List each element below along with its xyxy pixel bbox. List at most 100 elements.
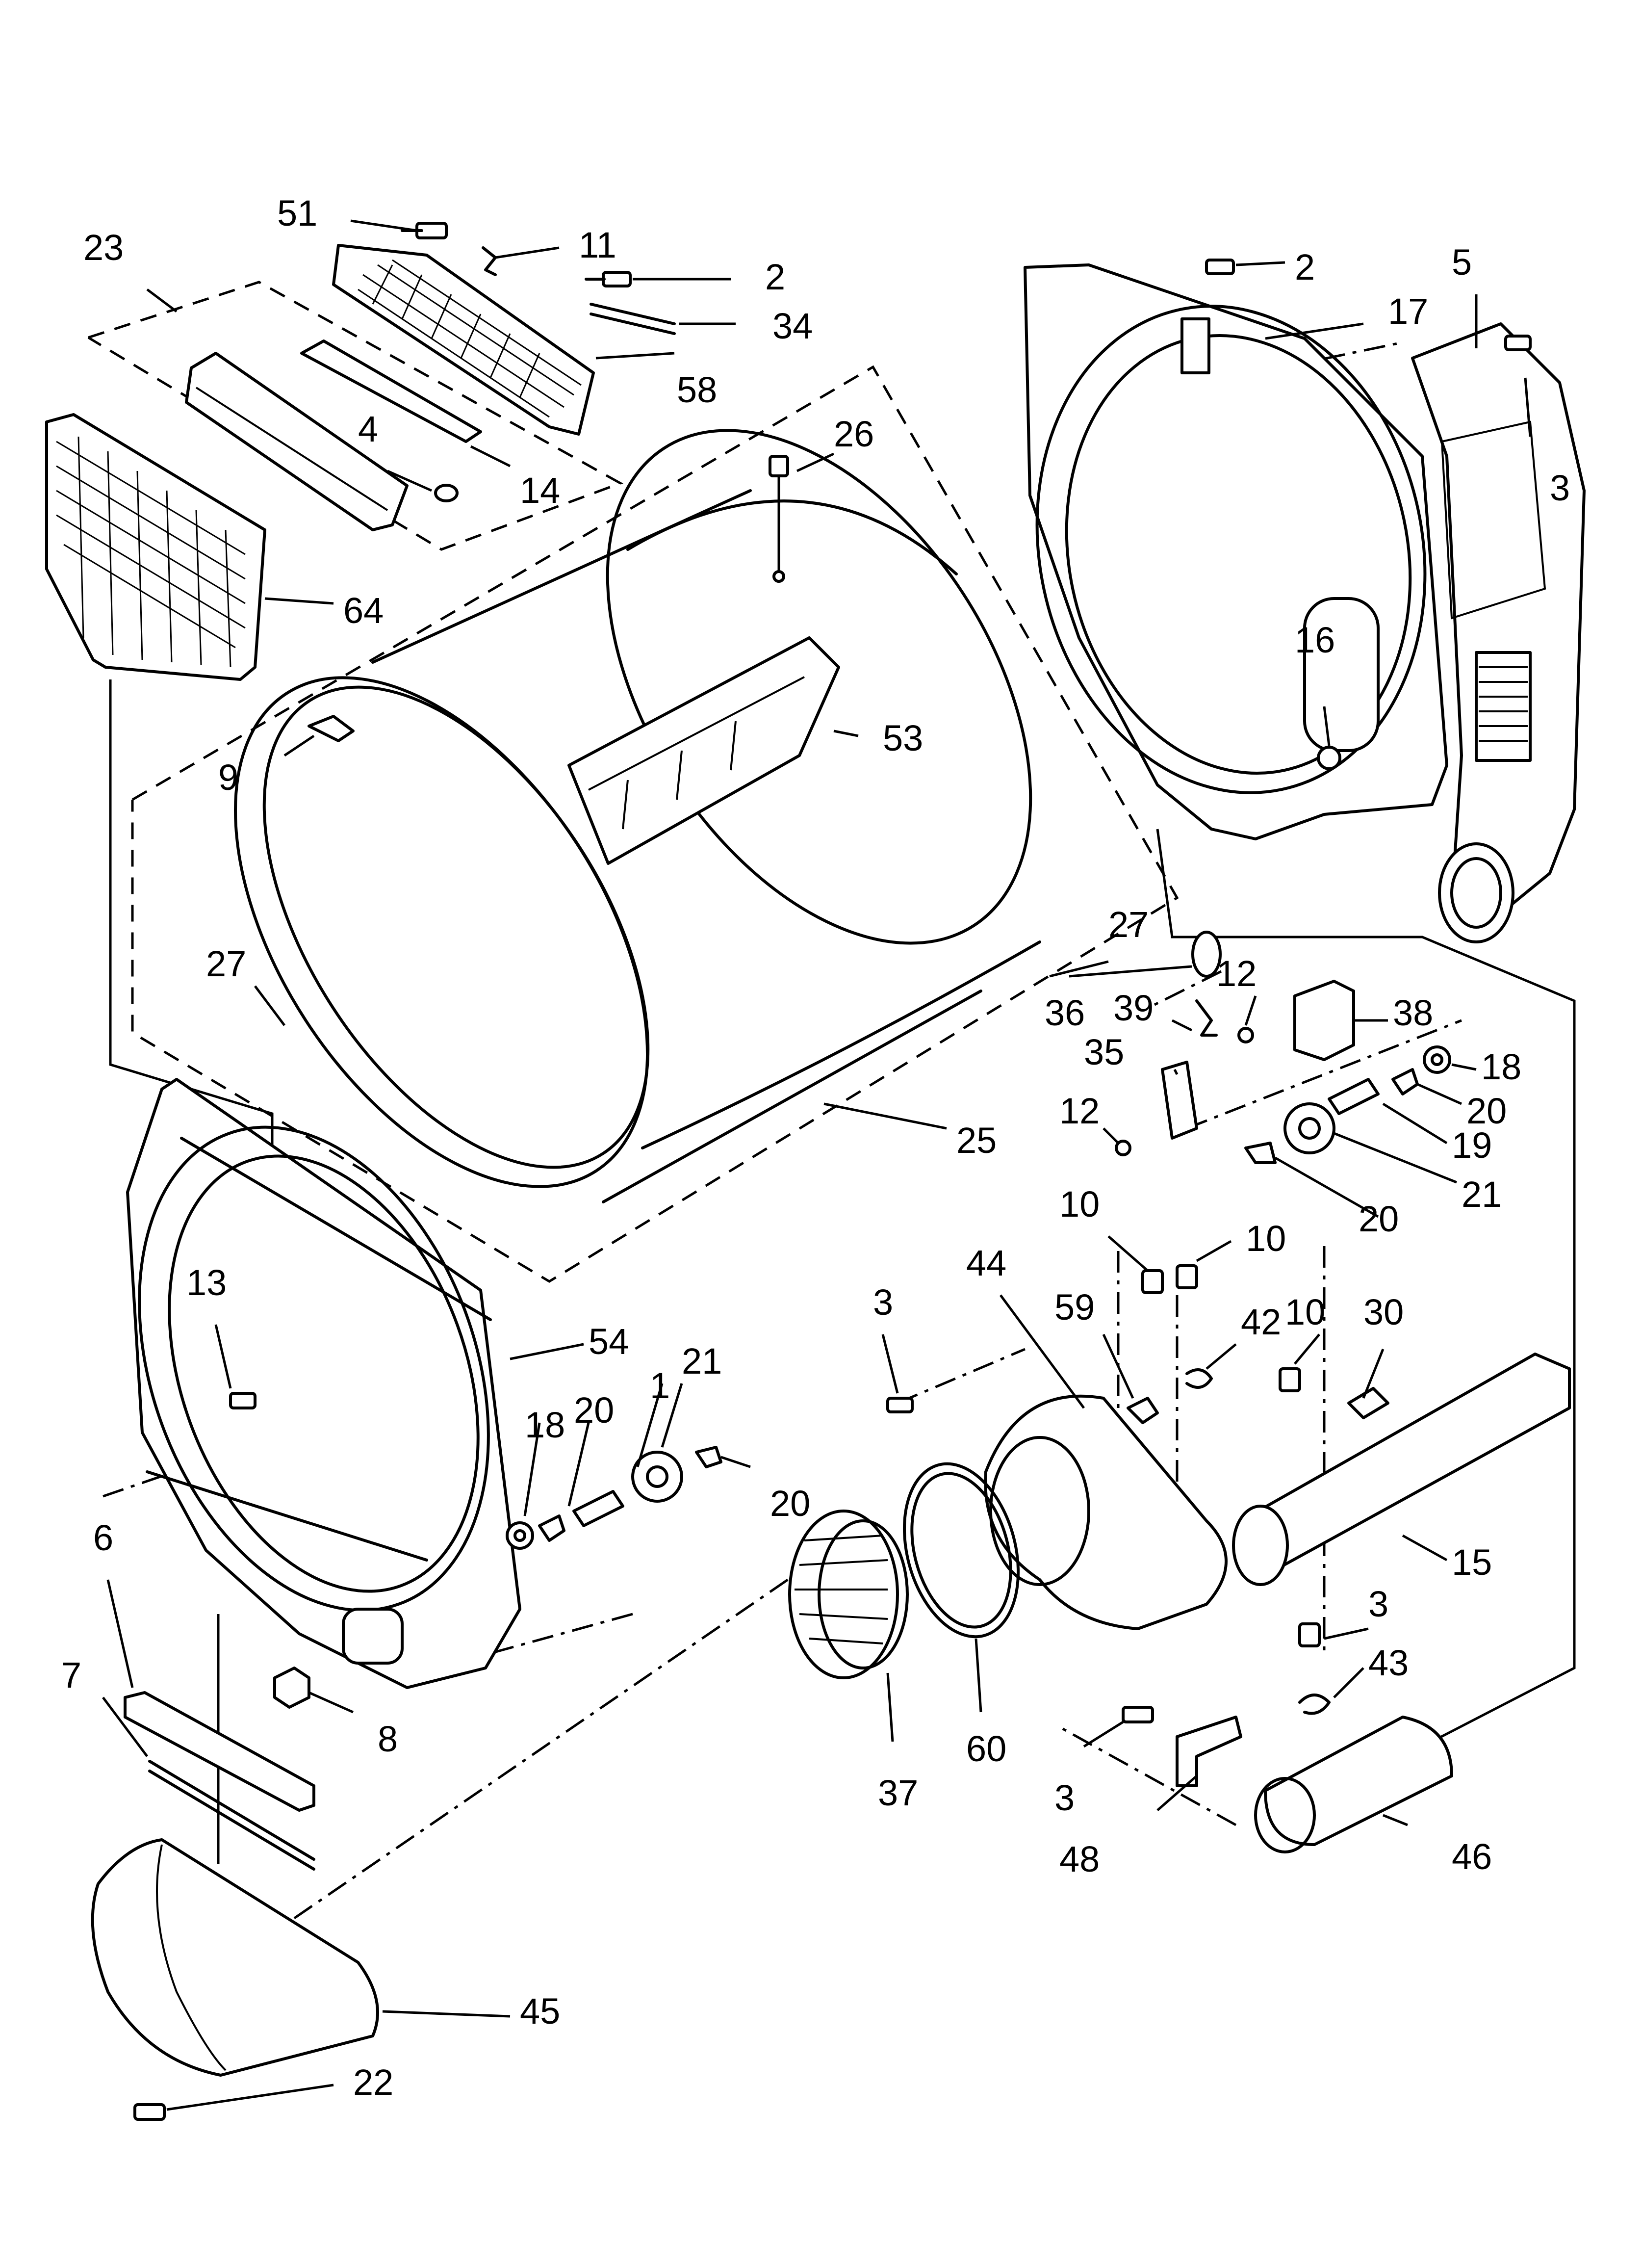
callout-10-right: 10 bbox=[1246, 1218, 1286, 1259]
lint-housing-bar bbox=[185, 352, 409, 531]
nut-8 bbox=[273, 1667, 310, 1709]
callout-42: 42 bbox=[1241, 1302, 1281, 1342]
leader-lines bbox=[102, 219, 1532, 2111]
clip-11 bbox=[482, 246, 497, 276]
strip-6 bbox=[124, 1691, 315, 1812]
callout-30: 30 bbox=[1363, 1292, 1404, 1332]
callout-19: 19 bbox=[1452, 1125, 1492, 1166]
callout-59: 59 bbox=[1054, 1287, 1095, 1328]
callout-21-right: 21 bbox=[1462, 1174, 1502, 1215]
callout-14: 14 bbox=[520, 470, 560, 511]
callout-36: 36 bbox=[1045, 992, 1085, 1033]
callout-35: 35 bbox=[1084, 1032, 1124, 1072]
callout-1: 1 bbox=[650, 1365, 670, 1406]
shaft-19 bbox=[1328, 1078, 1380, 1115]
callout-38: 38 bbox=[1393, 992, 1433, 1033]
shaft-1 bbox=[572, 1490, 624, 1527]
clip-20-left-b bbox=[695, 1446, 722, 1468]
callout-20-left-upper: 20 bbox=[574, 1390, 614, 1431]
drum-assembly-boundary bbox=[131, 365, 1179, 1283]
callout-3-blower: 3 bbox=[873, 1282, 893, 1323]
callout-51: 51 bbox=[277, 193, 317, 234]
callout-3-heater: 3 bbox=[1550, 468, 1570, 508]
callout-39: 39 bbox=[1113, 988, 1154, 1028]
callout-27-left: 27 bbox=[206, 943, 246, 984]
motor-46 bbox=[1254, 1716, 1453, 1853]
screw-26 bbox=[769, 455, 789, 583]
bracket-38 bbox=[1293, 980, 1355, 1061]
lint-screen-64 bbox=[45, 413, 266, 681]
callout-54: 54 bbox=[589, 1321, 629, 1362]
lint-grille-58 bbox=[332, 244, 595, 436]
front-bulkhead-54 bbox=[126, 1078, 521, 1689]
heater-housing-5 bbox=[1411, 322, 1586, 943]
roller-21-left bbox=[631, 1451, 683, 1503]
callout-2-rear: 2 bbox=[1295, 247, 1315, 287]
callout-37: 37 bbox=[878, 1773, 918, 1813]
callout-6: 6 bbox=[93, 1517, 113, 1558]
align-line-10 bbox=[490, 1613, 633, 1655]
screw-3-heater bbox=[1504, 335, 1532, 351]
rear-bulkhead-boundary bbox=[1156, 829, 1576, 1748]
callout-23: 23 bbox=[83, 227, 124, 268]
callout-64: 64 bbox=[343, 590, 384, 631]
bracket-48 bbox=[1176, 1716, 1242, 1787]
screw-3-bracket bbox=[1298, 1622, 1321, 1647]
switch-35 bbox=[1161, 1061, 1198, 1140]
screw-22 bbox=[133, 2103, 166, 2121]
toe-panel-45 bbox=[91, 1838, 379, 2077]
clip-20-left-a bbox=[538, 1514, 565, 1542]
washer-18-left bbox=[506, 1521, 534, 1550]
callout-3-bracket: 3 bbox=[1368, 1584, 1388, 1624]
callout-21-left: 21 bbox=[682, 1341, 722, 1382]
washer-18-right bbox=[1423, 1045, 1451, 1074]
callout-20-right-lower: 20 bbox=[1359, 1199, 1399, 1239]
align-line-3 bbox=[897, 1348, 1026, 1405]
clip-20-right-a bbox=[1391, 1068, 1419, 1095]
callout-25: 25 bbox=[956, 1120, 997, 1161]
screw-3-motor bbox=[1122, 1706, 1154, 1723]
thermistor-39 bbox=[1195, 999, 1218, 1037]
screw-2-rear bbox=[1205, 259, 1235, 275]
callout-44: 44 bbox=[966, 1243, 1006, 1283]
callout-45: 45 bbox=[520, 1991, 560, 2032]
blower-wheel-37 bbox=[788, 1510, 909, 1679]
clip-43 bbox=[1298, 1694, 1331, 1715]
callout-48: 48 bbox=[1059, 1839, 1100, 1879]
thermal-fuse-36 bbox=[1191, 931, 1222, 978]
bracket-9 bbox=[308, 715, 355, 742]
spring-4 bbox=[434, 484, 459, 502]
callout-60: 60 bbox=[966, 1728, 1006, 1769]
callout-3-motor: 3 bbox=[1054, 1777, 1075, 1818]
clip-42 bbox=[1185, 1368, 1213, 1389]
screw-12a bbox=[1237, 1027, 1254, 1043]
callout-43: 43 bbox=[1368, 1642, 1409, 1683]
callout-27-right: 27 bbox=[1108, 904, 1149, 945]
callout-9: 9 bbox=[218, 757, 238, 798]
callout-17: 17 bbox=[1388, 291, 1428, 332]
callout-8: 8 bbox=[378, 1719, 398, 1759]
screw-3-blower bbox=[886, 1397, 914, 1413]
callout-5: 5 bbox=[1452, 242, 1472, 283]
callout-18-right: 18 bbox=[1481, 1046, 1521, 1087]
callout-10-duct: 10 bbox=[1285, 1292, 1325, 1332]
callout-34: 34 bbox=[772, 306, 813, 346]
seal-34 bbox=[590, 303, 676, 335]
callout-22: 22 bbox=[353, 2062, 393, 2103]
align-line-6 bbox=[1186, 1019, 1462, 1130]
blower-housing-44 bbox=[984, 1394, 1228, 1630]
callout-2-top: 2 bbox=[765, 257, 785, 297]
callout-26: 26 bbox=[834, 414, 874, 454]
gasket-7 bbox=[148, 1760, 315, 1871]
screw-10b bbox=[1176, 1264, 1198, 1289]
callout-20-right-upper: 20 bbox=[1466, 1091, 1507, 1131]
exhaust-duct-15 bbox=[1232, 1353, 1571, 1586]
callout-11: 11 bbox=[579, 225, 616, 265]
callout-20-left-lower: 20 bbox=[770, 1483, 810, 1524]
roller-21-right bbox=[1283, 1102, 1335, 1154]
callout-10-left: 10 bbox=[1059, 1184, 1100, 1225]
clip-20-right-b bbox=[1244, 1142, 1277, 1164]
callout-18-left: 18 bbox=[525, 1405, 565, 1445]
callout-15: 15 bbox=[1452, 1542, 1492, 1583]
